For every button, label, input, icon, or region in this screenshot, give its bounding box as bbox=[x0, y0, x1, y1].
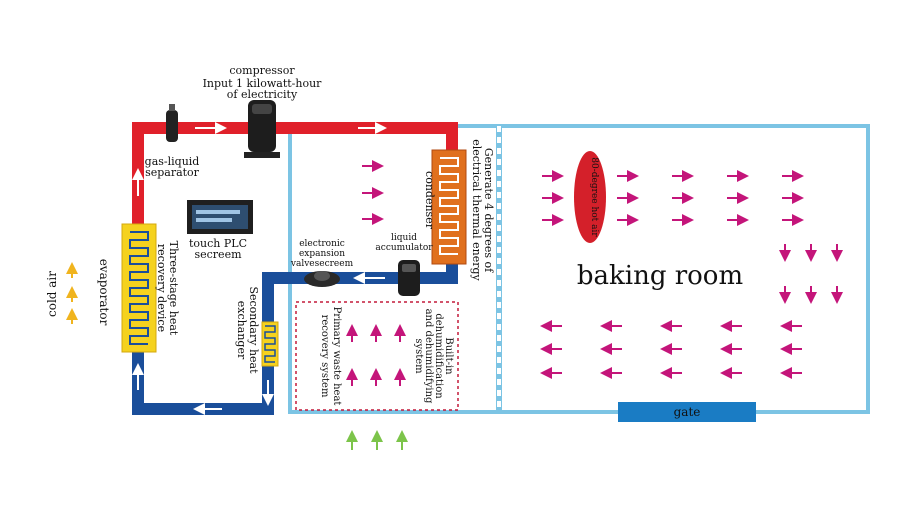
generate-line1: Generate 4 degrees of bbox=[482, 148, 495, 273]
condenser-label: condenser bbox=[423, 171, 436, 230]
builtin-line2: dehumidification bbox=[433, 313, 444, 399]
gate[interactable] bbox=[618, 402, 756, 422]
compressor-input-line2: of electricity bbox=[227, 88, 298, 101]
compressor-icon[interactable] bbox=[244, 100, 280, 158]
airflow-arrows bbox=[346, 160, 843, 386]
secondary-coil-icon bbox=[261, 321, 279, 367]
secondary-line1: Secondary heat bbox=[247, 286, 260, 374]
builtin-line1: Built-in bbox=[443, 337, 454, 375]
liquid-acc-line2: accumulator bbox=[375, 243, 433, 253]
secondary-line2: exchanger bbox=[235, 301, 248, 360]
expansion-line1: electronic bbox=[299, 239, 345, 249]
builtin-line3: and dehumidifying bbox=[423, 309, 434, 404]
liquid-acc-line1: liquid bbox=[391, 233, 417, 243]
gas-liquid-separator-icon[interactable] bbox=[166, 104, 178, 142]
plc-line2: secreem bbox=[194, 248, 242, 261]
plc-line1: touch PLC bbox=[189, 237, 247, 250]
pipe-flow-arrows bbox=[132, 122, 387, 415]
three-stage-line2: recovery device bbox=[155, 244, 168, 332]
builtin-line4: system bbox=[413, 338, 424, 374]
primary-recovery-box bbox=[295, 301, 459, 411]
three-stage-line1: Three-stage heat bbox=[167, 241, 180, 336]
baking-room-title: baking room bbox=[577, 261, 743, 291]
hot-air-zone bbox=[574, 151, 606, 243]
fresh-air-arrows bbox=[346, 430, 408, 450]
hot-pipe bbox=[132, 122, 458, 230]
plc-screen-icon[interactable] bbox=[187, 200, 253, 234]
expansion-line3: valvesecreem bbox=[290, 259, 354, 269]
primary-line1: Primary waste heat bbox=[331, 307, 342, 406]
liquid-accumulator-icon[interactable] bbox=[398, 260, 420, 296]
compressor-input-line1: Input 1 kilowatt-hour bbox=[203, 77, 323, 90]
evaporator-coil-icon bbox=[121, 223, 157, 353]
expansion-line2: expansion bbox=[299, 249, 345, 259]
cold-air-label: cold air bbox=[45, 271, 59, 317]
hot-air-label: 80-degree hot air bbox=[589, 157, 599, 237]
expansion-valve-icon[interactable] bbox=[304, 271, 340, 287]
separator-line1: gas-liquid bbox=[145, 155, 200, 168]
generate-line2: electrical thermal energy bbox=[470, 139, 483, 281]
compressor-label: compressor bbox=[229, 64, 295, 77]
evaporator-label: evaporator bbox=[97, 259, 111, 326]
condenser-coil-icon bbox=[431, 149, 467, 265]
gate-label: gate bbox=[674, 405, 701, 419]
primary-line2: recovery system bbox=[319, 315, 330, 398]
separator-line2: separator bbox=[145, 166, 200, 179]
